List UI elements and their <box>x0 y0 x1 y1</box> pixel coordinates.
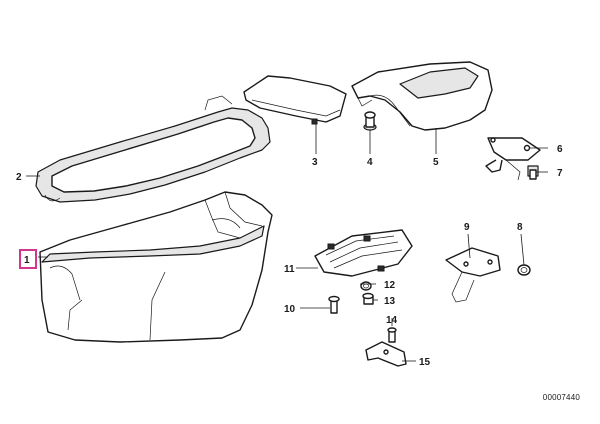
leader-lines <box>26 124 548 362</box>
callout-13[interactable]: 13 <box>384 296 396 307</box>
callout-3[interactable]: 3 <box>312 157 318 168</box>
callout-10[interactable]: 10 <box>284 304 296 315</box>
part-13-washer[interactable] <box>362 292 374 305</box>
part-7-bolt[interactable] <box>527 165 539 180</box>
callout-7[interactable]: 7 <box>557 168 563 179</box>
callout-12[interactable]: 12 <box>384 280 396 291</box>
part-5-fairing[interactable] <box>351 61 493 131</box>
part-10-screw[interactable] <box>328 295 340 314</box>
part-3-cover[interactable] <box>243 75 347 125</box>
callout-14[interactable]: 14 <box>386 315 398 326</box>
callout-labels: 1 2 3 4 5 6 7 8 9 10 11 12 13 14 15 <box>16 144 563 368</box>
callout-2[interactable]: 2 <box>16 172 22 183</box>
part-9-bracket[interactable] <box>445 247 501 303</box>
selected-callout-highlight <box>19 249 37 269</box>
part-8-ring[interactable] <box>517 264 531 276</box>
part-11-rack[interactable] <box>314 229 413 277</box>
part-6-bracket[interactable] <box>485 137 541 181</box>
part-1-housing[interactable] <box>39 191 273 343</box>
callout-6[interactable]: 6 <box>557 144 563 155</box>
callout-9[interactable]: 9 <box>464 222 470 233</box>
drawing-number: 00007440 <box>542 393 580 402</box>
callout-11[interactable]: 11 <box>284 264 295 275</box>
callout-15[interactable]: 15 <box>419 357 431 368</box>
callout-4[interactable]: 4 <box>367 157 373 168</box>
part-14-screw[interactable] <box>387 327 397 343</box>
callout-8[interactable]: 8 <box>517 222 523 233</box>
part-12-nut[interactable] <box>360 281 372 291</box>
part-4-screw[interactable] <box>363 111 377 131</box>
part-2-gasket[interactable] <box>35 95 271 203</box>
callout-1[interactable]: 1 <box>24 255 30 266</box>
part-15-clip[interactable] <box>365 341 407 367</box>
callout-5[interactable]: 5 <box>433 157 439 168</box>
